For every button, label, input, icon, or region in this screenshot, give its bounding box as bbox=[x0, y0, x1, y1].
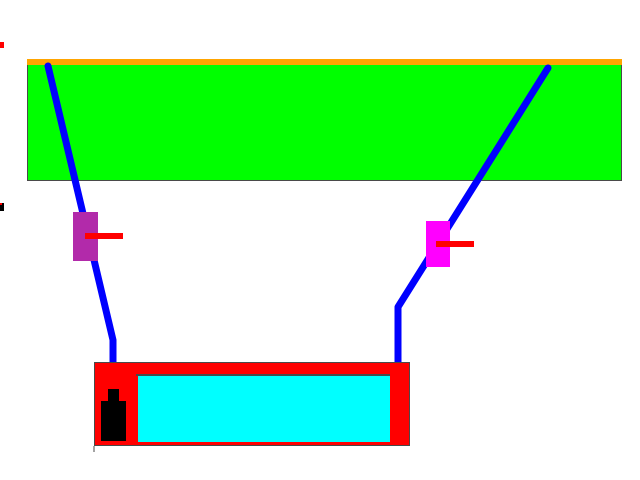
platform-window bbox=[138, 376, 390, 442]
left-pulley-lever[interactable] bbox=[85, 233, 123, 239]
right-rope[interactable] bbox=[394, 64, 552, 386]
counterweight-cap bbox=[108, 389, 119, 403]
edge-marker-top bbox=[0, 42, 4, 48]
ceiling-block bbox=[27, 60, 622, 181]
counterweight[interactable] bbox=[101, 401, 126, 441]
right-pulley-lever[interactable] bbox=[436, 241, 474, 247]
edge-marker-bottom-accent bbox=[0, 203, 2, 205]
edge-marker-bottom bbox=[0, 203, 4, 211]
ceiling-top-rail bbox=[27, 59, 622, 65]
platform-window-top-edge bbox=[136, 374, 390, 376]
